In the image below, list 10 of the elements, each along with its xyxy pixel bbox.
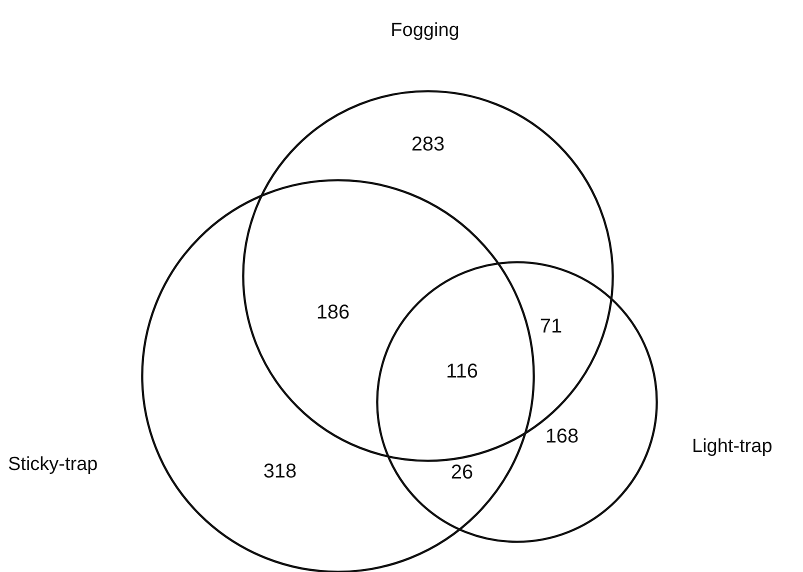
count-label: 71 — [540, 316, 562, 338]
count-label: 318 — [263, 460, 297, 484]
count-label: 116 — [446, 360, 478, 384]
count-label: 186 — [316, 302, 350, 324]
set-label: Light-trap — [692, 436, 772, 458]
set-label: Fogging — [390, 20, 460, 42]
count-label: 26 — [450, 462, 474, 484]
count-label: 168 — [545, 426, 579, 448]
count-label: 283 — [411, 134, 445, 156]
set-label: Sticky-trap — [8, 454, 98, 476]
